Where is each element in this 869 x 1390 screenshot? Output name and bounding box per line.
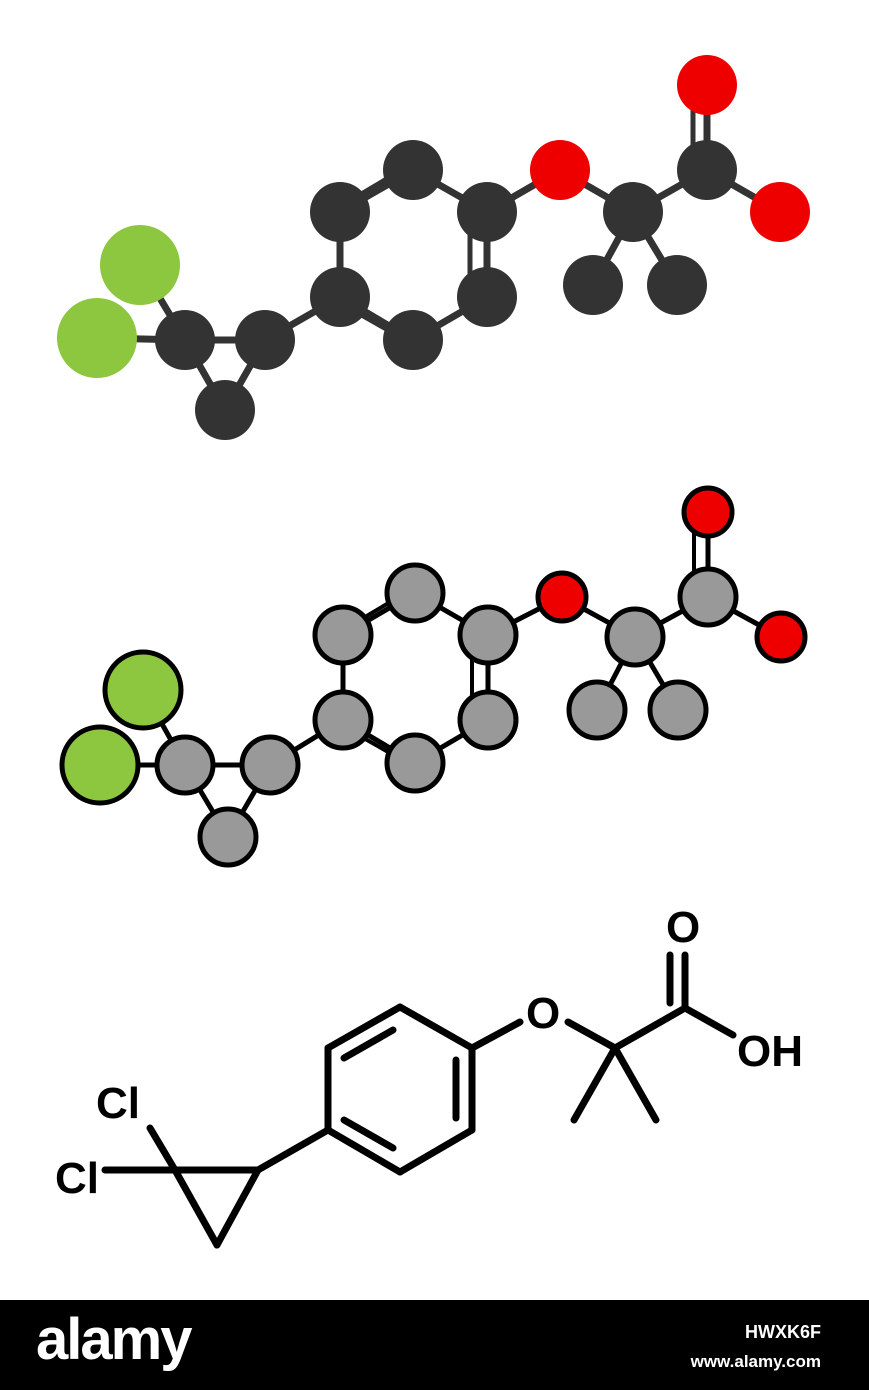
image-id: HWXK6F [745, 1322, 821, 1342]
carbonyl-oxygen-label: O [666, 903, 700, 952]
carbon-atom [310, 267, 370, 327]
outlined-ball-model [59, 485, 808, 868]
carbon-atom [457, 267, 517, 327]
carbon-atom [603, 182, 663, 242]
carbon-atom [312, 604, 374, 666]
carbon-atom [647, 255, 707, 315]
molecule-figure: Cl Cl O O OH [55, 55, 810, 1249]
skeletal-formula [101, 951, 737, 1249]
hydroxyl-label: OH [737, 1027, 803, 1076]
carbon-atom [383, 140, 443, 200]
carbon-atom [383, 310, 443, 370]
chlorine-atom [100, 225, 180, 305]
carbon-atom [235, 310, 295, 370]
carbon-atom [312, 689, 374, 751]
carbon-atom [310, 182, 370, 242]
carbon-atom [457, 182, 517, 242]
carbon-atom [384, 732, 446, 794]
oxygen-atom [677, 55, 737, 115]
oxygen-atom [681, 485, 735, 539]
carbon-atom [384, 562, 446, 624]
oxygen-atom [535, 570, 589, 624]
chlorine-atom [102, 649, 184, 731]
carbon-atom [154, 734, 216, 796]
chlorine-atom [59, 724, 141, 806]
ether-oxygen-label: O [526, 989, 560, 1038]
oxygen-atom [754, 610, 808, 664]
carbon-atom [457, 689, 519, 751]
ball-and-stick-model [57, 55, 810, 440]
atoms [57, 55, 810, 440]
carbon-atom [239, 734, 301, 796]
carbon-atom [563, 255, 623, 315]
oxygen-atom [750, 182, 810, 242]
watermark-footer: alamy HWXK6F www.alamy.com [0, 1300, 869, 1390]
carbon-atom [457, 604, 519, 666]
site-url: www.alamy.com [690, 1352, 821, 1371]
carbon-atom [677, 566, 739, 628]
skeletal-labels: Cl Cl O O OH [55, 903, 803, 1203]
double-bond-lines [340, 951, 674, 1152]
carbon-atom [155, 310, 215, 370]
carbon-atom [566, 679, 628, 741]
chlorine-label-top: Cl [96, 1079, 140, 1128]
carbon-atom [195, 380, 255, 440]
bonds [101, 951, 737, 1249]
atoms [59, 485, 808, 868]
carbon-atom [197, 806, 259, 868]
carbon-atom [677, 140, 737, 200]
brand-logo: alamy [36, 1307, 192, 1372]
carbon-atom [647, 679, 709, 741]
carbon-atom [604, 606, 666, 668]
chlorine-label-left: Cl [55, 1154, 99, 1203]
chlorine-atom [57, 298, 137, 378]
oxygen-atom [530, 140, 590, 200]
